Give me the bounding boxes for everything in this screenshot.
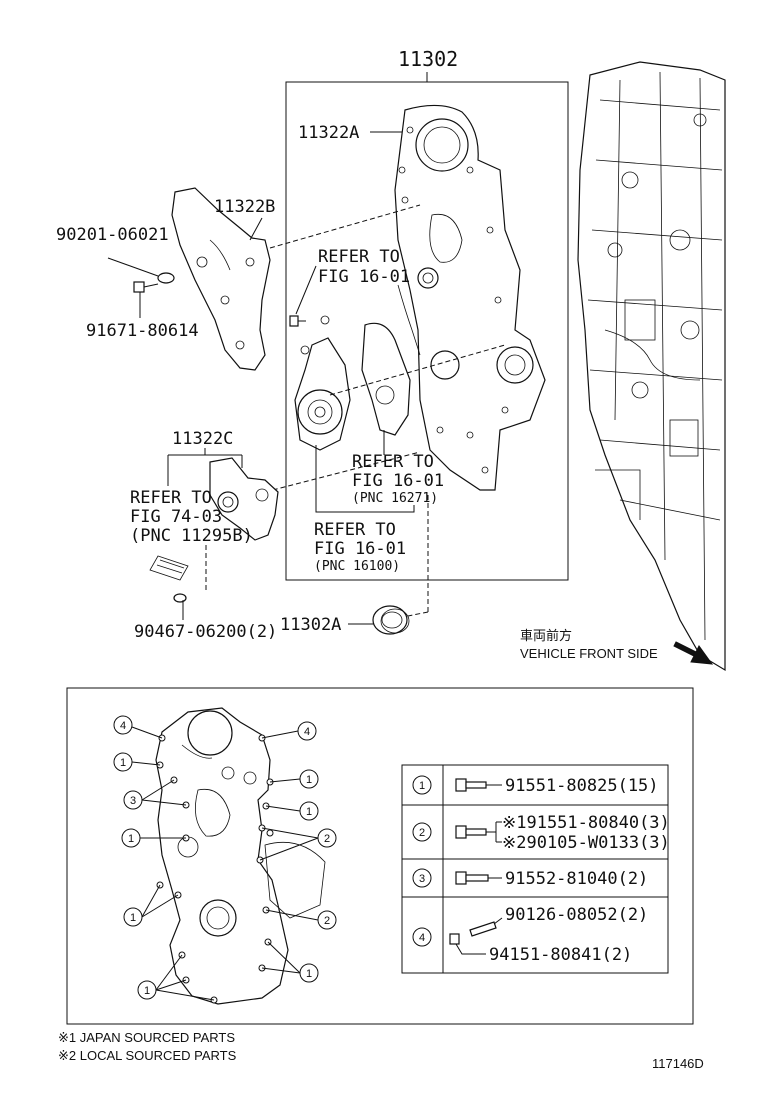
refer-3-line1: REFER TO — [314, 520, 396, 540]
bolt-small — [289, 315, 306, 327]
timing-chain-cover — [394, 104, 546, 491]
refer-4-line1: REFER TO — [130, 488, 212, 508]
label-gasket-c: 11322C — [172, 429, 233, 449]
label-decal — [149, 555, 189, 581]
svg-text:1: 1 — [306, 968, 312, 980]
refer-4-line2: FIG 74-03 — [130, 507, 222, 527]
front-arrow-icon — [673, 641, 714, 665]
legend-row-2-part-1: ※191551-80840(3) — [502, 813, 670, 833]
label-gasket-b: 11322B — [214, 197, 275, 217]
gasket-b — [171, 187, 271, 371]
legend-row-2-part-2: ※290105-W0133(3) — [502, 833, 670, 853]
footnote-local: ※2 LOCAL SOURCED PARTS — [58, 1048, 237, 1063]
svg-text:2: 2 — [324, 915, 330, 927]
detail-box — [66, 687, 694, 1025]
washer-part — [157, 272, 175, 284]
label-seal: 11302A — [280, 615, 341, 635]
gasket-c — [209, 457, 279, 541]
label-pin: 90467-06200(2) — [134, 622, 277, 642]
oil-seal — [372, 605, 410, 635]
legend-row-4-num: 4 — [419, 932, 425, 944]
legend-row-1-num: 1 — [419, 780, 425, 792]
engine-block-illustration — [577, 61, 726, 672]
label-washer: 90201-06021 — [56, 225, 169, 245]
bolt-legend-table: 1 91551-80825(15) 2 ※191551-80840(3) ※29… — [401, 764, 670, 974]
legend-row-3-num: 3 — [419, 873, 425, 885]
legend-row-4-part-1: 90126-08052(2) — [505, 905, 648, 925]
label-gasket-a: 11322A — [298, 123, 359, 143]
refer-1-line2: FIG 16-01 — [318, 267, 410, 287]
refer-2-line2: FIG 16-01 — [352, 471, 444, 491]
direction-en: VEHICLE FRONT SIDE — [520, 646, 658, 661]
svg-text:4: 4 — [120, 720, 126, 732]
flange-bolt-icon — [455, 871, 489, 885]
pin-part — [173, 593, 187, 612]
bolt-location-cover — [155, 707, 326, 1005]
svg-text:1: 1 — [144, 985, 150, 997]
svg-text:1: 1 — [128, 833, 134, 845]
assembly-box — [285, 81, 569, 581]
label-bolt-left: 91671-80614 — [86, 321, 199, 341]
nut-icon — [449, 933, 460, 945]
svg-text:4: 4 — [304, 726, 310, 738]
legend-row-4-part-2: 94151-80841(2) — [489, 945, 632, 965]
refer-3-line3: (PNC 16100) — [314, 559, 400, 574]
svg-text:1: 1 — [120, 757, 126, 769]
svg-text:1: 1 — [130, 912, 136, 924]
legend-row-1-part-1: 91551-80825(15) — [505, 776, 659, 796]
bolt-91671 — [133, 281, 159, 293]
refer-2-line3: (PNC 16271) — [352, 491, 438, 506]
refer-3-line2: FIG 16-01 — [314, 539, 406, 559]
callout-leaders — [131, 726, 319, 1001]
svg-text:1: 1 — [306, 774, 312, 786]
legend-row-3-part-1: 91552-81040(2) — [505, 869, 648, 889]
bolt-icon — [455, 778, 487, 792]
label-main-assy: 11302 — [398, 47, 458, 71]
refer-1-line1: REFER TO — [318, 247, 400, 267]
bolt-icon — [455, 825, 487, 839]
figure-id: 117146D — [652, 1056, 704, 1071]
callout-circles: 4 4 1 3 1 1 2 1 1 2 1 1 — [113, 715, 337, 1000]
svg-text:3: 3 — [130, 795, 136, 807]
legend-row-2-num: 2 — [419, 827, 425, 839]
water-pump — [294, 315, 411, 451]
stud-bolt-icon — [469, 921, 497, 937]
footnote-japan: ※1 JAPAN SOURCED PARTS — [58, 1030, 235, 1045]
refer-4-line3: (PNC 11295B) — [130, 526, 253, 546]
refer-2-line1: REFER TO — [352, 452, 434, 472]
svg-text:2: 2 — [324, 833, 330, 845]
svg-text:1: 1 — [306, 806, 312, 818]
direction-jp: 車両前方 — [520, 628, 572, 643]
